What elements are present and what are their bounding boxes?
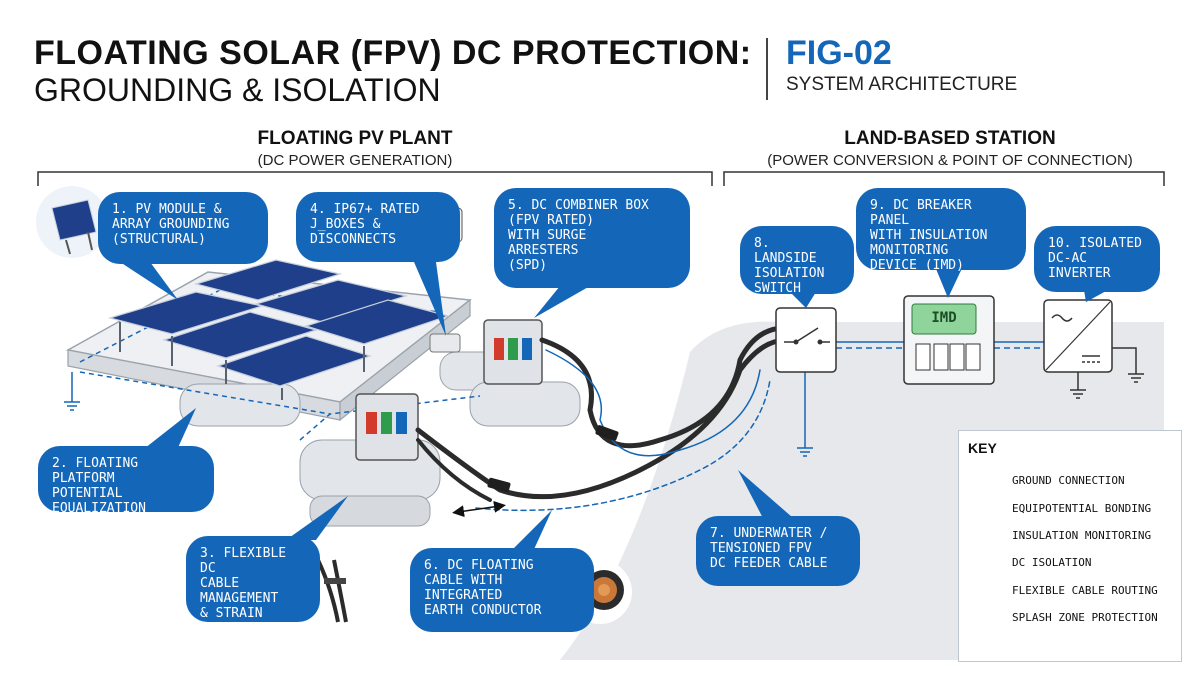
movement-arrow <box>452 500 506 518</box>
page-title-line2: GROUNDING & ISOLATION <box>34 72 441 108</box>
cable-tie-inset <box>316 559 348 623</box>
combiner-box-2 <box>355 393 419 461</box>
callout-pointers <box>120 262 1108 558</box>
key-label-flex-cable: FLEXIBLE CABLE ROUTING <box>1012 584 1158 597</box>
mc4-connectors <box>487 425 619 493</box>
callout-pv-module-grounding: 1. PV MODULE & ARRAY GROUNDING (STRUCTUR… <box>98 192 268 264</box>
key-label-dc-isolation: DC ISOLATION <box>1012 556 1092 569</box>
bracket-land <box>723 171 1165 186</box>
junction-box-platform <box>429 333 461 353</box>
key-label-splash: SPLASH ZONE PROTECTION <box>1012 611 1158 624</box>
section-subtitle-land: (POWER CONVERSION & POINT OF CONNECTION) <box>767 152 1133 169</box>
callout-cable-management: 3. FLEXIBLE DC CABLE MANAGEMENT & STRAIN… <box>186 536 320 636</box>
key-label-bonding: EQUIPOTENTIAL BONDING <box>1012 502 1152 515</box>
callout-jbox-disconnects: 4. IP67+ RATED J_BOXES & DISCONNECTS <box>296 192 460 262</box>
callout-combiner-box: 5. DC COMBINER BOX (FPV RATED) WITH SURG… <box>494 188 690 288</box>
callout-breaker-panel: 9. DC BREAKER PANEL WITH INSULATION MONI… <box>856 188 1026 273</box>
pv-module-inset <box>36 186 108 258</box>
key-panel <box>958 430 1182 662</box>
ground-symbol-platform <box>64 372 80 411</box>
callout-platform-equalization: 2. FLOATING PLATFORM POTENTIAL EQUALIZAT… <box>38 446 214 516</box>
inverter <box>1043 299 1144 399</box>
imd-display-label: IMD <box>931 310 957 326</box>
dc-cables <box>415 325 803 512</box>
figure-subtitle: SYSTEM ARCHITECTURE <box>786 74 1018 95</box>
ground-symbol-switch <box>797 372 813 457</box>
section-subtitle-floating: (DC POWER GENERATION) <box>257 152 453 169</box>
isolation-switch <box>775 307 837 373</box>
page-title-line1: FLOATING SOLAR (FPV) DC PROTECTION: <box>34 34 752 72</box>
key-label-insulation: INSULATION MONITORING <box>1012 529 1152 542</box>
callout-floating-cable: 6. DC FLOATING CABLE WITH INTEGRATED EAR… <box>410 548 594 632</box>
header-divider <box>766 38 768 100</box>
section-title-land: LAND-BASED STATION <box>844 128 1056 149</box>
callout-isolation-switch: 8. LANDSIDE ISOLATION SWITCH <box>740 226 854 296</box>
panel-supports <box>119 322 365 400</box>
dc-breaker-panel <box>903 295 995 385</box>
combiner-box-1 <box>483 319 543 385</box>
callout-feeder-cable: 7. UNDERWATER / TENSIONED FPV DC FEEDER … <box>696 516 860 586</box>
solar-panel-array <box>107 259 451 387</box>
bracket-floating <box>37 171 713 186</box>
callout-inverter: 10. ISOLATED DC-AC INVERTER <box>1034 226 1160 292</box>
key-title: KEY <box>968 440 997 456</box>
figure-id: FIG-02 <box>786 34 892 72</box>
key-label-ground: GROUND CONNECTION <box>1012 474 1125 487</box>
section-title-floating: FLOATING PV PLANT <box>257 128 453 149</box>
